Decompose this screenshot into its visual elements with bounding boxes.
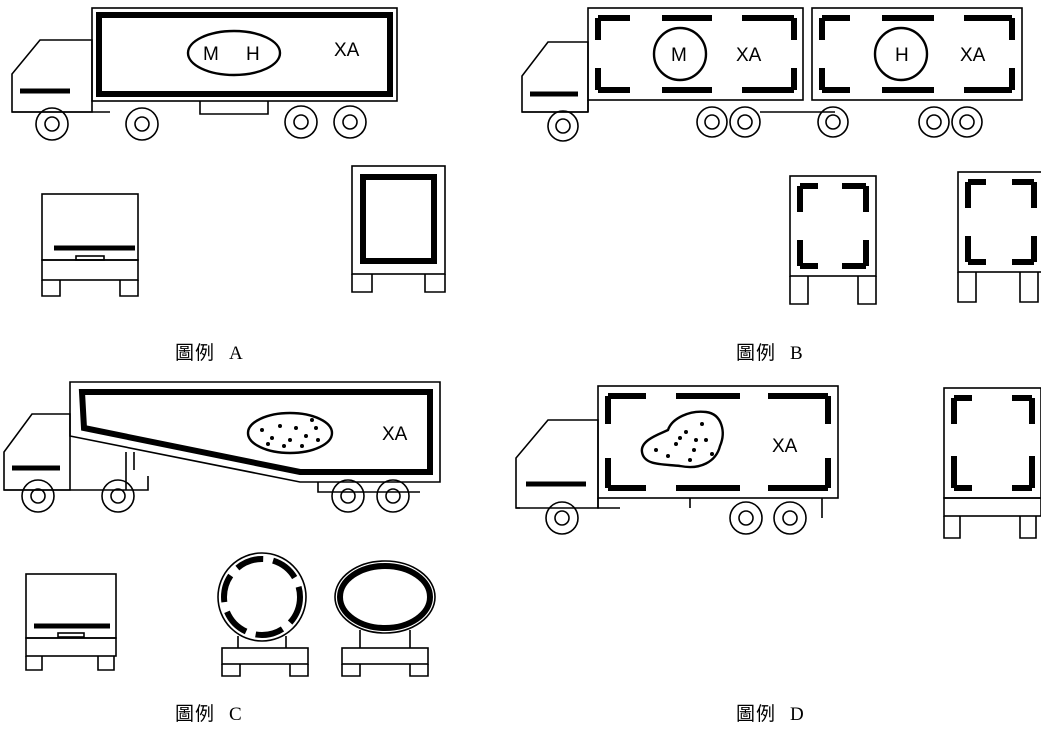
wheel <box>35 107 69 141</box>
wheel <box>284 105 318 139</box>
dashed-border-marking <box>605 393 831 491</box>
container-border-marking <box>78 389 433 475</box>
figure-d-rear-view <box>943 387 1041 539</box>
wheel <box>545 501 579 535</box>
wheel <box>331 479 365 513</box>
container-border-marking <box>96 12 393 97</box>
figure-c-rear-view-solid-tank <box>334 560 436 677</box>
wheel <box>729 106 761 138</box>
figure-c-front-view <box>25 573 117 671</box>
figure-c-side-view: XA <box>3 381 441 513</box>
label-xa: XA <box>382 424 408 445</box>
truck-cab <box>515 419 599 509</box>
label-xa: XA <box>960 45 986 66</box>
placard-blob <box>640 410 724 469</box>
wheel <box>376 479 410 513</box>
wheel <box>21 479 55 513</box>
placard-circle <box>652 26 708 82</box>
label-h: H <box>246 44 260 65</box>
wheel <box>333 105 367 139</box>
container-outer <box>587 7 804 101</box>
wheel <box>918 106 950 138</box>
container-outer <box>597 385 839 499</box>
wheel <box>817 106 849 138</box>
wheel <box>547 110 579 142</box>
truck-cab <box>521 41 589 113</box>
wheel <box>729 501 763 535</box>
dotted-fill <box>654 422 714 462</box>
figure-b-rear-view <box>789 175 877 305</box>
figure-c-rear-view-dashed-tank <box>217 552 309 677</box>
figure-a-front-view <box>41 193 139 297</box>
placard-oval <box>186 29 282 77</box>
wheel <box>951 106 983 138</box>
container-outer <box>811 7 1023 101</box>
label-xa: XA <box>772 436 798 457</box>
figure-d-side-view: XA <box>515 385 839 535</box>
container-outer <box>91 7 398 102</box>
dashed-border-marking <box>595 15 797 93</box>
figure-b-rear-view <box>957 171 1041 303</box>
truck-cab <box>11 39 93 113</box>
figure-a-rear-view <box>351 165 446 293</box>
truck-cab <box>3 413 71 491</box>
figure-b-side-view: M XA H XA <box>521 7 1023 142</box>
label-h: H <box>895 45 909 66</box>
label-xa: XA <box>736 45 762 66</box>
chassis-rail <box>12 101 269 115</box>
placard-oval <box>246 411 334 455</box>
dotted-fill <box>260 418 320 448</box>
label-xa: XA <box>334 40 360 61</box>
wheel <box>101 479 135 513</box>
wheel <box>696 106 728 138</box>
label-m: M <box>671 45 687 66</box>
figure-a-side-view: M H XA <box>11 7 398 141</box>
container-outer <box>69 381 441 483</box>
wheel <box>125 107 159 141</box>
dashed-border-marking <box>819 15 1015 93</box>
placard-circle <box>873 26 929 82</box>
wheel <box>773 501 807 535</box>
label-m: M <box>203 44 219 65</box>
